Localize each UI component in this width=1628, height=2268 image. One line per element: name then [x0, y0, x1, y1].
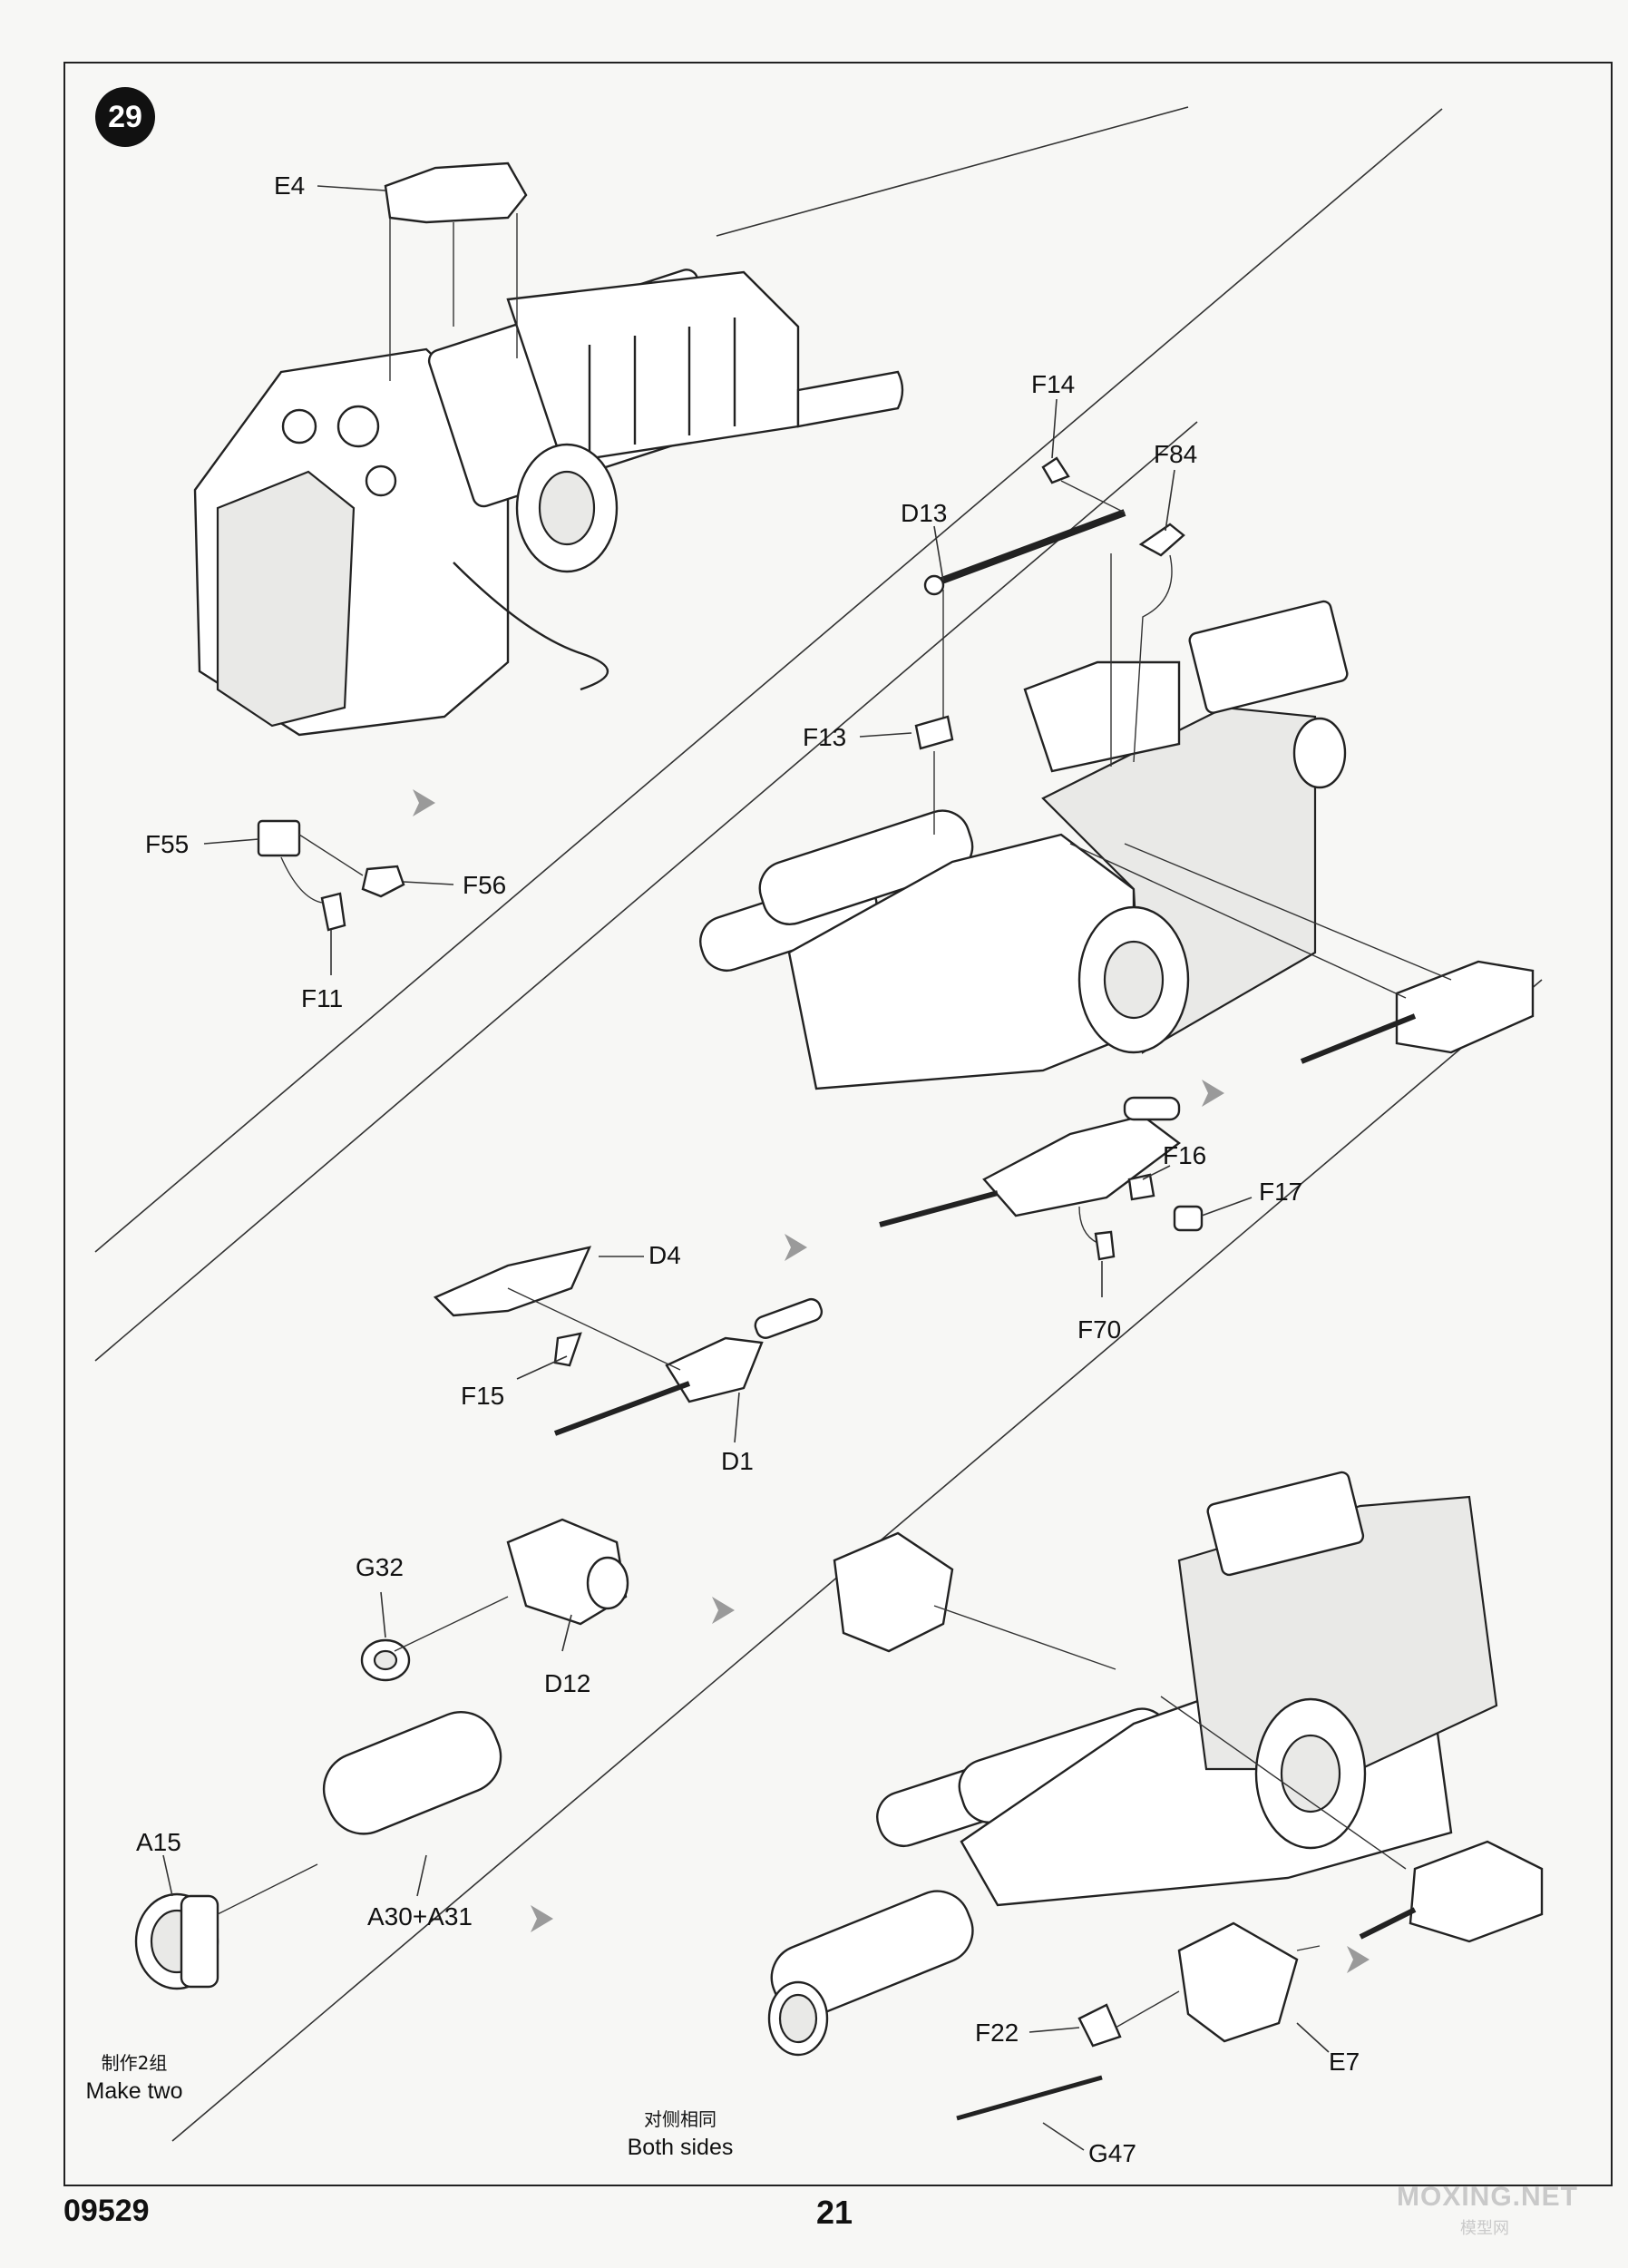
rod-d13-f14-f84: [923, 456, 1185, 767]
part-e4: [384, 161, 528, 381]
watermark-sub: 模型网: [1460, 2219, 1509, 2238]
note-make-two-zh: 制作2组: [101, 2052, 168, 2074]
label-g32: G32: [356, 1553, 404, 1581]
subassembly-f55-f56-f11: [257, 819, 405, 932]
watermark: MOXING.NET: [1397, 2182, 1579, 2212]
note-both-sides-en: Both sides: [627, 2135, 734, 2160]
middle-breech-assembly: [699, 600, 1349, 1090]
label-f17: F17: [1259, 1178, 1302, 1206]
part-f13: [914, 715, 954, 835]
label-f56: F56: [463, 871, 506, 899]
label-f22: F22: [975, 2019, 1019, 2047]
recuperator-cylinder: [134, 1710, 502, 1990]
label-e4: E4: [274, 171, 305, 200]
label-f70: F70: [1077, 1315, 1121, 1344]
kit-number: 09529: [63, 2194, 150, 2228]
label-g47: G47: [1088, 2139, 1136, 2167]
lower-breech-assembly: [767, 1471, 1544, 2057]
label-d12: D12: [544, 1669, 590, 1697]
label-f11: F11: [301, 984, 343, 1012]
label-f14: F14: [1031, 370, 1075, 398]
label-a15: A15: [136, 1828, 181, 1856]
part-labels: E4 F14 F84 D13 F13 F55 F56 F11 F16 F17 F…: [136, 171, 1360, 2167]
label-f55: F55: [145, 830, 189, 858]
label-d4: D4: [648, 1241, 681, 1269]
label-a30-a31: A30+A31: [367, 1902, 473, 1931]
label-d1: D1: [721, 1447, 754, 1475]
subassembly-d4-d1-f15: [433, 1246, 824, 1436]
sight-assembly-upper: [1069, 843, 1535, 1064]
upper-breech-assembly: [193, 269, 904, 737]
label-f16: F16: [1163, 1141, 1206, 1169]
note-make-two: 制作2组 Make two: [80, 2048, 189, 2105]
label-d13: D13: [901, 499, 947, 527]
note-make-two-en: Make two: [85, 2078, 183, 2104]
label-f13: F13: [803, 723, 846, 751]
sight-assembly-middle: [879, 1096, 1204, 1261]
leader-lines: [162, 185, 1330, 2151]
subassembly-e7-f22-g47: [956, 1921, 1321, 2121]
label-f84: F84: [1154, 440, 1197, 468]
page-frame: [63, 62, 1613, 2186]
flow-arrows: [413, 789, 1370, 1973]
label-e7: E7: [1329, 2048, 1360, 2076]
note-both-sides-zh: 对侧相同: [644, 2108, 717, 2130]
page-number: 21: [815, 2194, 853, 2231]
label-f15: F15: [461, 1382, 504, 1410]
step-number-badge: 29: [95, 87, 155, 147]
note-both-sides: 对侧相同 Both sides: [617, 2105, 744, 2161]
subassembly-g32-d12: [360, 1518, 629, 1682]
